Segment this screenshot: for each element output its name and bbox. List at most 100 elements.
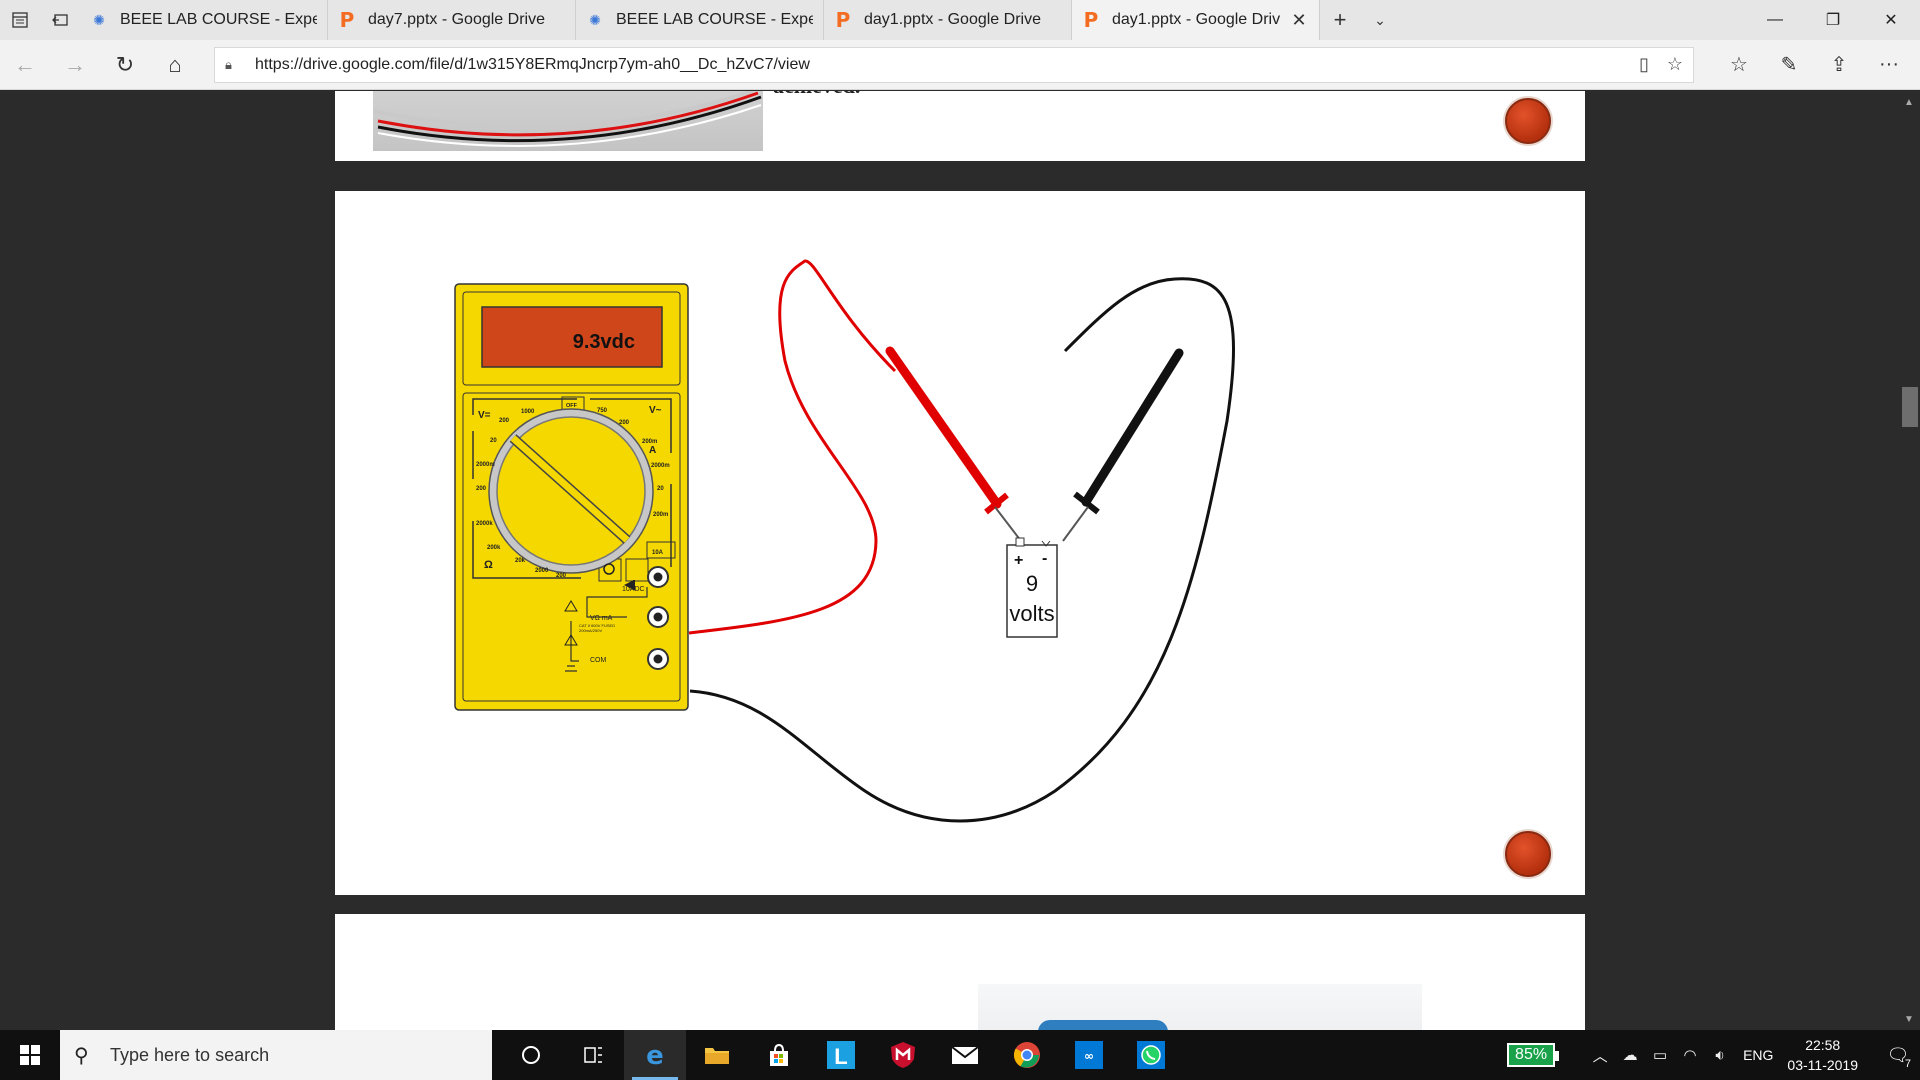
range-label: 200 (619, 420, 630, 426)
scroll-up-icon[interactable]: ▲ (1904, 96, 1914, 108)
volume-icon[interactable]: 🔉︎ (1715, 1046, 1725, 1064)
home-icon[interactable]: ⌂ (168, 51, 182, 77)
scroll-down-icon[interactable]: ▼ (1904, 1013, 1914, 1025)
chevron-down-icon[interactable]: ⌄ (1374, 11, 1386, 28)
new-tab-icon[interactable]: + (1333, 7, 1347, 32)
port-10adc-label: 10ADC (622, 586, 645, 593)
tab-day1[interactable]: P day1.pptx - Google Drive (824, 0, 1072, 40)
url-text[interactable]: https://drive.google.com/file/d/1w315Y8E… (255, 55, 810, 73)
range-label: 750 (597, 408, 608, 414)
tab-strip: ✺ BEEE LAB COURSE - Experin P day7.pptx … (0, 0, 1920, 40)
edge-icon[interactable]: e (624, 1030, 686, 1080)
device-shape (1038, 1020, 1168, 1030)
lock-icon: 🔒︎ (225, 56, 232, 72)
wire-photo (373, 91, 763, 151)
range-label: 200 (556, 573, 567, 579)
clock-time: 22:58 (1805, 1037, 1841, 1053)
tab-beee-2[interactable]: ✺ BEEE LAB COURSE - Experin (576, 0, 824, 40)
svg-text:L: L (834, 1044, 847, 1069)
battery-plus: + (1014, 552, 1023, 569)
powerpoint-favicon-icon: P (835, 8, 851, 32)
range-label: 2000m (651, 463, 670, 469)
favorites-icon[interactable]: ☆ (1730, 54, 1748, 76)
battery-icon[interactable]: ▭ (1652, 1047, 1668, 1064)
v-ac-label: V~ (649, 405, 662, 416)
meter-display: 9.3vdc (573, 331, 635, 353)
minimize-icon[interactable]: — (1767, 11, 1783, 28)
close-window-icon[interactable]: ✕ (1884, 12, 1898, 29)
action-center-icon[interactable]: 🗨︎7 (1886, 1044, 1911, 1070)
file-explorer-icon[interactable] (686, 1030, 748, 1080)
slide-text: achieved. (773, 91, 860, 99)
l-app-icon[interactable]: L (810, 1030, 872, 1080)
back-icon[interactable]: ← (14, 51, 36, 77)
range-label: 20 (657, 486, 664, 492)
range-label: 200k (487, 545, 501, 551)
store-icon[interactable] (748, 1030, 810, 1080)
task-view-icon[interactable] (562, 1030, 624, 1080)
cortana-icon[interactable] (500, 1030, 562, 1080)
gear-favicon-icon: ✺ (589, 11, 601, 28)
arduino-icon[interactable]: ∞ (1058, 1030, 1120, 1080)
vertical-scrollbar[interactable]: ▲ ▼ (1898, 91, 1920, 1030)
warning-label: CAT II 600V FUSED 200mA/250V (579, 623, 616, 633)
wifi-icon[interactable]: ◠ (1683, 1047, 1697, 1064)
range-label: 200m (653, 512, 668, 518)
search-placeholder: Type here to search (110, 1044, 270, 1065)
range-label: 20k (515, 558, 526, 564)
chevron-up-icon[interactable]: ︿ (1592, 1047, 1608, 1065)
address-bar[interactable]: 🔒︎ https://drive.google.com/file/d/1w315… (214, 46, 1694, 83)
set-tabs-aside-icon[interactable] (40, 0, 80, 40)
v-dc-label: V= (478, 410, 491, 421)
tab-day1-active[interactable]: P day1.pptx - Google Driv ✕ (1072, 0, 1320, 40)
slide-nav-button[interactable] (1505, 831, 1551, 877)
range-label: 200 (499, 418, 510, 424)
tab-title: day7.pptx - Google Drive (368, 11, 545, 28)
range-label: 10A (652, 550, 664, 556)
port-vma-label: VΩ mA (590, 615, 613, 622)
tab-actions-icon[interactable] (0, 0, 40, 40)
document-viewer: achieved. (0, 91, 1920, 1030)
search-icon: ⚲ (74, 1044, 89, 1067)
amp-label: A (649, 445, 656, 456)
battery-indicator[interactable]: 85% (1507, 1043, 1560, 1067)
mail-icon[interactable] (934, 1030, 996, 1080)
refresh-icon[interactable]: ↻ (115, 51, 135, 77)
taskbar-search-box[interactable]: ⚲ Type here to search (60, 1030, 492, 1080)
slide-multimeter: 1000 750 200 200 20 200m 2000m 2000m 200… (335, 191, 1585, 895)
mcafee-icon[interactable] (872, 1030, 934, 1080)
range-label: 2000k (476, 521, 493, 527)
ohm-label: Ω (484, 559, 493, 571)
slide-next (335, 914, 1585, 1030)
range-label: 20 (490, 438, 497, 444)
restore-icon[interactable]: ❐ (1825, 12, 1841, 29)
close-tab-icon[interactable]: ✕ (1291, 9, 1307, 30)
powerpoint-favicon-icon: P (339, 8, 355, 32)
chrome-icon[interactable] (996, 1030, 1058, 1080)
onedrive-icon[interactable]: ☁ (1622, 1047, 1638, 1064)
battery-unit: volts (1009, 601, 1054, 626)
forward-icon[interactable]: → (64, 51, 86, 77)
slide-previous: achieved. (335, 91, 1585, 161)
windows-taskbar: ⚲ Type here to search e L ∞ (0, 1030, 1920, 1080)
more-icon[interactable]: ··· (1879, 53, 1899, 75)
range-label: 200 (476, 486, 487, 492)
clock[interactable]: 22:58 03-11-2019 (1787, 1035, 1858, 1075)
scroll-thumb[interactable] (1902, 387, 1918, 427)
tab-beee-1[interactable]: ✺ BEEE LAB COURSE - Experin (80, 0, 328, 40)
share-icon[interactable]: ⇪ (1830, 54, 1848, 76)
tab-title: day1.pptx - Google Drive (864, 11, 1041, 28)
slide-nav-button[interactable] (1505, 98, 1551, 144)
multimeter-diagram: 1000 750 200 200 20 200m 2000m 2000m 200… (454, 259, 1235, 823)
svg-text:e: e (646, 1041, 664, 1069)
tab-day7[interactable]: P day7.pptx - Google Drive (328, 0, 576, 40)
whatsapp-icon[interactable] (1120, 1030, 1182, 1080)
favorite-star-icon[interactable]: ☆ (1666, 54, 1683, 74)
notification-count: 7 (1904, 1057, 1911, 1070)
slide-photo (978, 984, 1422, 1030)
range-label: 2000 (535, 568, 549, 574)
reading-view-icon[interactable]: ▯ (1638, 54, 1649, 74)
pen-icon[interactable]: ✎ (1780, 54, 1798, 76)
windows-start-icon[interactable] (0, 1030, 60, 1080)
language-indicator[interactable]: ENG (1743, 1047, 1774, 1063)
